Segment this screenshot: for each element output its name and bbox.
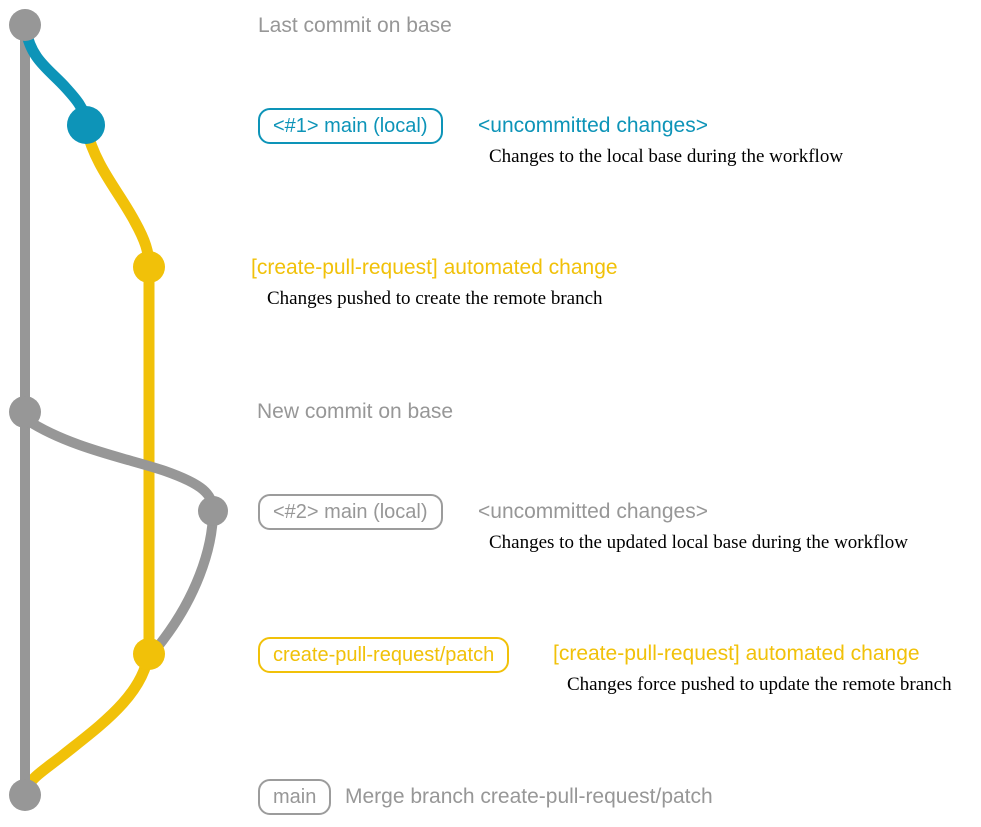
commit-node-last-base <box>9 9 41 41</box>
commit-message-local-2: <uncommitted changes> <box>478 500 708 523</box>
branch-tag-patch: create-pull-request/patch <box>258 637 510 673</box>
commit-node-merge <box>9 779 41 811</box>
commit-node-local-2 <box>198 496 228 526</box>
annotation-patch-2: Changes force pushed to update the remot… <box>567 674 952 695</box>
commit-node-patch-1 <box>133 251 165 283</box>
commit-message-local-1: <uncommitted changes> <box>478 114 708 137</box>
annotation-local-1: Changes to the local base during the wor… <box>489 146 844 167</box>
commit-message-new-base: New commit on base <box>257 400 454 423</box>
commit-message-last-base: Last commit on base <box>258 14 452 37</box>
commit-node-patch-2 <box>133 638 165 670</box>
branch-tag-main-local-1: <#1> main (local) <box>258 108 443 144</box>
annotation-local-2: Changes to the updated local base during… <box>489 532 908 553</box>
commit-message-patch-1: [create-pull-request] automated change <box>251 256 618 279</box>
branch-tag-main-merge: main <box>258 779 332 815</box>
commit-node-new-base <box>9 396 41 428</box>
commit-message-patch-2: [create-pull-request] automated change <box>553 642 920 665</box>
local-branch-line <box>20 24 92 128</box>
commit-message-merge: Merge branch create-pull-request/patch <box>345 785 713 808</box>
base-update-line <box>22 415 219 654</box>
commit-node-local-1 <box>67 106 105 144</box>
branch-tag-main-local-2: <#2> main (local) <box>258 494 443 530</box>
annotation-patch-1: Changes pushed to create the remote bran… <box>267 288 603 309</box>
